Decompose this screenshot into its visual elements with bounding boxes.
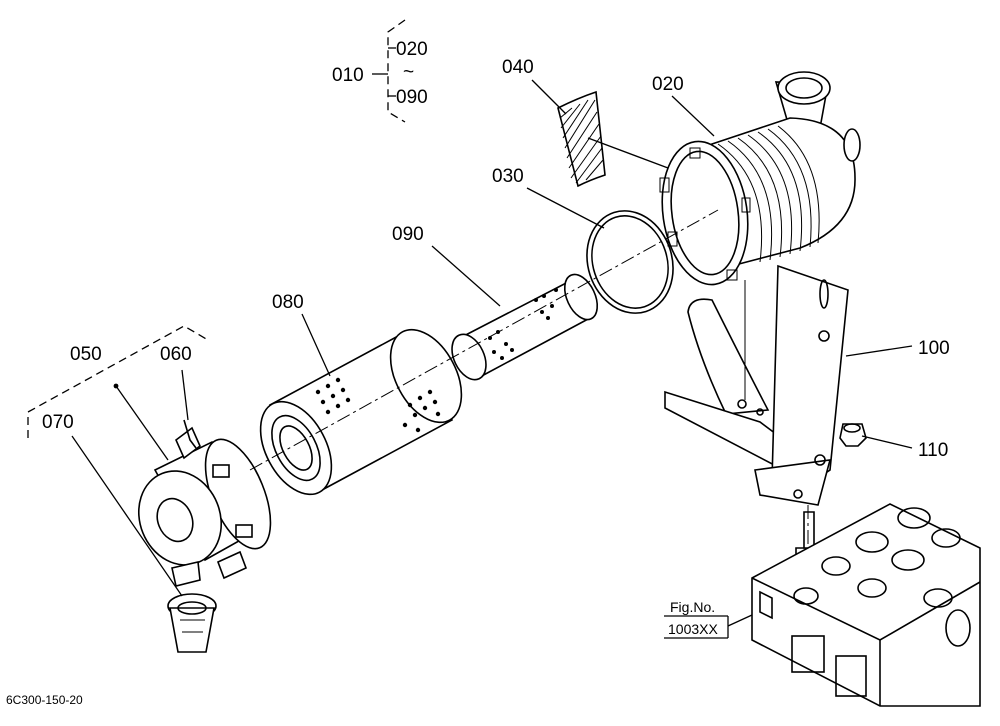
callout-080: 080 bbox=[272, 292, 304, 313]
leader-lines bbox=[71, 79, 913, 639]
cylinder-head-reference bbox=[751, 503, 981, 707]
assembly-axis-lines bbox=[249, 209, 809, 548]
group-050-boundary bbox=[27, 325, 209, 438]
part-030-gasket-ring bbox=[586, 210, 674, 314]
callout-group-to: 090 bbox=[396, 87, 428, 108]
part-070-dust-valve bbox=[167, 593, 217, 653]
part-090-inner-element bbox=[451, 273, 599, 381]
part-100-bracket bbox=[664, 264, 849, 506]
callout-010: 010 bbox=[332, 65, 364, 86]
drawing-code: 6C300-150-20 bbox=[6, 693, 83, 707]
part-040-label-band bbox=[557, 90, 606, 188]
callout-050: 050 bbox=[70, 344, 102, 365]
part-060-clip bbox=[183, 419, 197, 449]
callout-060: 060 bbox=[160, 344, 192, 365]
assembly-group-bracket: 010 020 ~ 090 bbox=[332, 19, 428, 123]
callout-030: 030 bbox=[492, 166, 524, 187]
callout-090: 090 bbox=[392, 224, 424, 245]
callout-110: 110 bbox=[918, 440, 948, 461]
part-110-nut bbox=[839, 423, 867, 447]
callout-100: 100 bbox=[918, 338, 950, 359]
fig-ref-label: Fig.No. bbox=[670, 599, 715, 615]
callout-040: 040 bbox=[502, 57, 534, 78]
part-050-end-cover bbox=[137, 426, 272, 587]
callout-070: 070 bbox=[42, 412, 74, 433]
part-020-housing bbox=[659, 71, 861, 286]
part-080-filter-element bbox=[259, 328, 463, 496]
callout-020: 020 bbox=[652, 74, 684, 95]
callout-group-tilde: ~ bbox=[403, 62, 414, 83]
callout-group-from: 020 bbox=[396, 39, 428, 60]
fig-ref-number: 1003XX bbox=[668, 621, 718, 637]
